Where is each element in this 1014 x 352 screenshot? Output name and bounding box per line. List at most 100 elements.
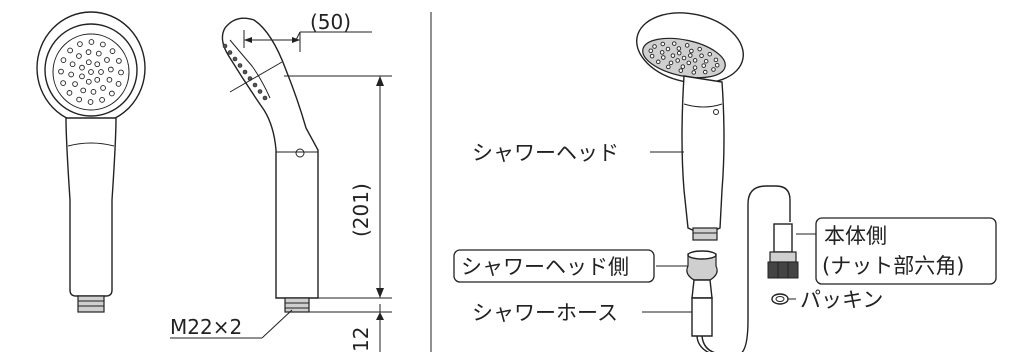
nozzle-dot [668, 60, 674, 66]
side-hole [295, 148, 305, 158]
nozzle-dot [99, 97, 105, 103]
nozzle-dot [656, 59, 661, 65]
nozzle-dot [688, 53, 693, 58]
nozzle-dot [106, 76, 113, 83]
label-shower-head: シャワーヘッド [472, 141, 619, 165]
nozzle-dot [76, 96, 82, 103]
nozzle-dot [661, 55, 666, 60]
thread-label: M22×2 [170, 315, 242, 339]
nozzle-dot [684, 43, 690, 48]
body-side-pipe [773, 223, 793, 253]
nozzle-dot [85, 59, 92, 66]
assembly-thread [692, 227, 718, 241]
nozzle-dot [79, 64, 85, 71]
nozzle-dot [659, 50, 665, 55]
nozzle-dot [60, 57, 67, 63]
nozzle-dot [69, 61, 76, 68]
nozzle-dot [686, 60, 692, 66]
nozzle-dot [692, 65, 698, 70]
nozzle-dot [692, 58, 698, 63]
nozzle-dot [252, 82, 258, 88]
nozzle-dot [95, 50, 102, 57]
nozzle-dot [90, 88, 97, 95]
nozzle-dot [85, 78, 92, 85]
nozzle-dot [681, 55, 687, 61]
box-body-side [815, 217, 997, 285]
box-shower-head-side [453, 249, 655, 283]
body-side-hex [767, 261, 799, 279]
label-shower-head-side: シャワーヘッド側 [461, 255, 629, 279]
nozzle-dot [94, 61, 101, 68]
nozzle-dot [66, 90, 73, 96]
nozzle-dot [60, 80, 66, 86]
nozzle-dot [649, 53, 655, 59]
nozzle-dot [118, 69, 124, 76]
dim-12-label: 12 [349, 327, 373, 352]
nozzle-dot [711, 67, 716, 72]
front-view [36, 11, 146, 313]
nozzle-dot [666, 64, 671, 70]
nozzle-dot [665, 46, 671, 52]
nozzle-dot [58, 68, 64, 75]
assembly-nozzles [648, 41, 720, 75]
nozzle-dot [100, 41, 106, 48]
nozzle-dot [670, 53, 676, 58]
nozzle-dot [109, 90, 115, 97]
nozzle-dot [115, 81, 122, 87]
nozzle-dot [660, 41, 666, 47]
side-thread [284, 297, 310, 313]
nozzle-dot [98, 69, 104, 75]
front-thread [77, 295, 105, 313]
nozzle-dot [104, 57, 110, 63]
nozzle-dot [227, 50, 233, 55]
nozzle-dot [652, 44, 657, 49]
nozzle-dot [697, 46, 702, 52]
front-nozzles [58, 39, 124, 105]
nozzle-dot [242, 69, 248, 75]
nozzle-dot [257, 89, 263, 94]
side-face-line [229, 39, 271, 99]
nozzle-dot [79, 73, 85, 80]
assembly-handle [681, 75, 725, 233]
nozzle-dot [671, 41, 677, 46]
nozzle-dot [701, 63, 706, 68]
nozzle-dot [691, 70, 697, 75]
nozzle-dot [109, 48, 116, 54]
nozzle-dot [678, 68, 684, 73]
nozzle-dot [88, 69, 94, 75]
side-view: (50) (201) 12 M22×2 [170, 10, 392, 352]
body-side-nut-top [769, 251, 797, 263]
dim-50-label: (50) [310, 10, 351, 34]
label-packing: パッキン [800, 288, 883, 312]
nozzle-dot [648, 48, 654, 53]
nozzle-dot [72, 81, 78, 87]
nozzle-dot [676, 46, 682, 51]
nozzle-dot [689, 48, 694, 54]
nozzle-dot [88, 39, 95, 45]
nozzle-dot [100, 85, 106, 91]
nozzle-dot [707, 51, 712, 57]
nozzle-dot [702, 69, 708, 75]
nozzle-dot [699, 53, 704, 58]
nozzle-dot [680, 64, 686, 69]
nozzle-dot [675, 58, 680, 63]
dim-201-label: (201) [349, 183, 373, 237]
nozzle-dot [714, 63, 720, 68]
nozzle-dot [85, 49, 92, 56]
nozzle-dot [237, 63, 243, 68]
nozzle-dot [703, 58, 709, 64]
label-nut-hex: (ナット部六角) [822, 254, 964, 278]
assembly-view: シャワーヘッド シャワーヘッド側 シャワーホース 本体側 (ナット部六角) パッ… [453, 12, 997, 352]
label-shower-hose: シャワーホース [472, 301, 618, 325]
front-head-face [52, 33, 130, 111]
nozzle-dot [262, 95, 268, 101]
nozzle-dot [676, 50, 682, 56]
hose-tube [691, 297, 713, 337]
nozzle-dot [713, 57, 719, 63]
nozzle-dot [87, 99, 94, 105]
nozzle-dot [68, 71, 75, 78]
nozzle-dot [107, 66, 114, 73]
label-body-side: 本体側 [824, 224, 887, 248]
nozzle-dot [232, 56, 238, 62]
